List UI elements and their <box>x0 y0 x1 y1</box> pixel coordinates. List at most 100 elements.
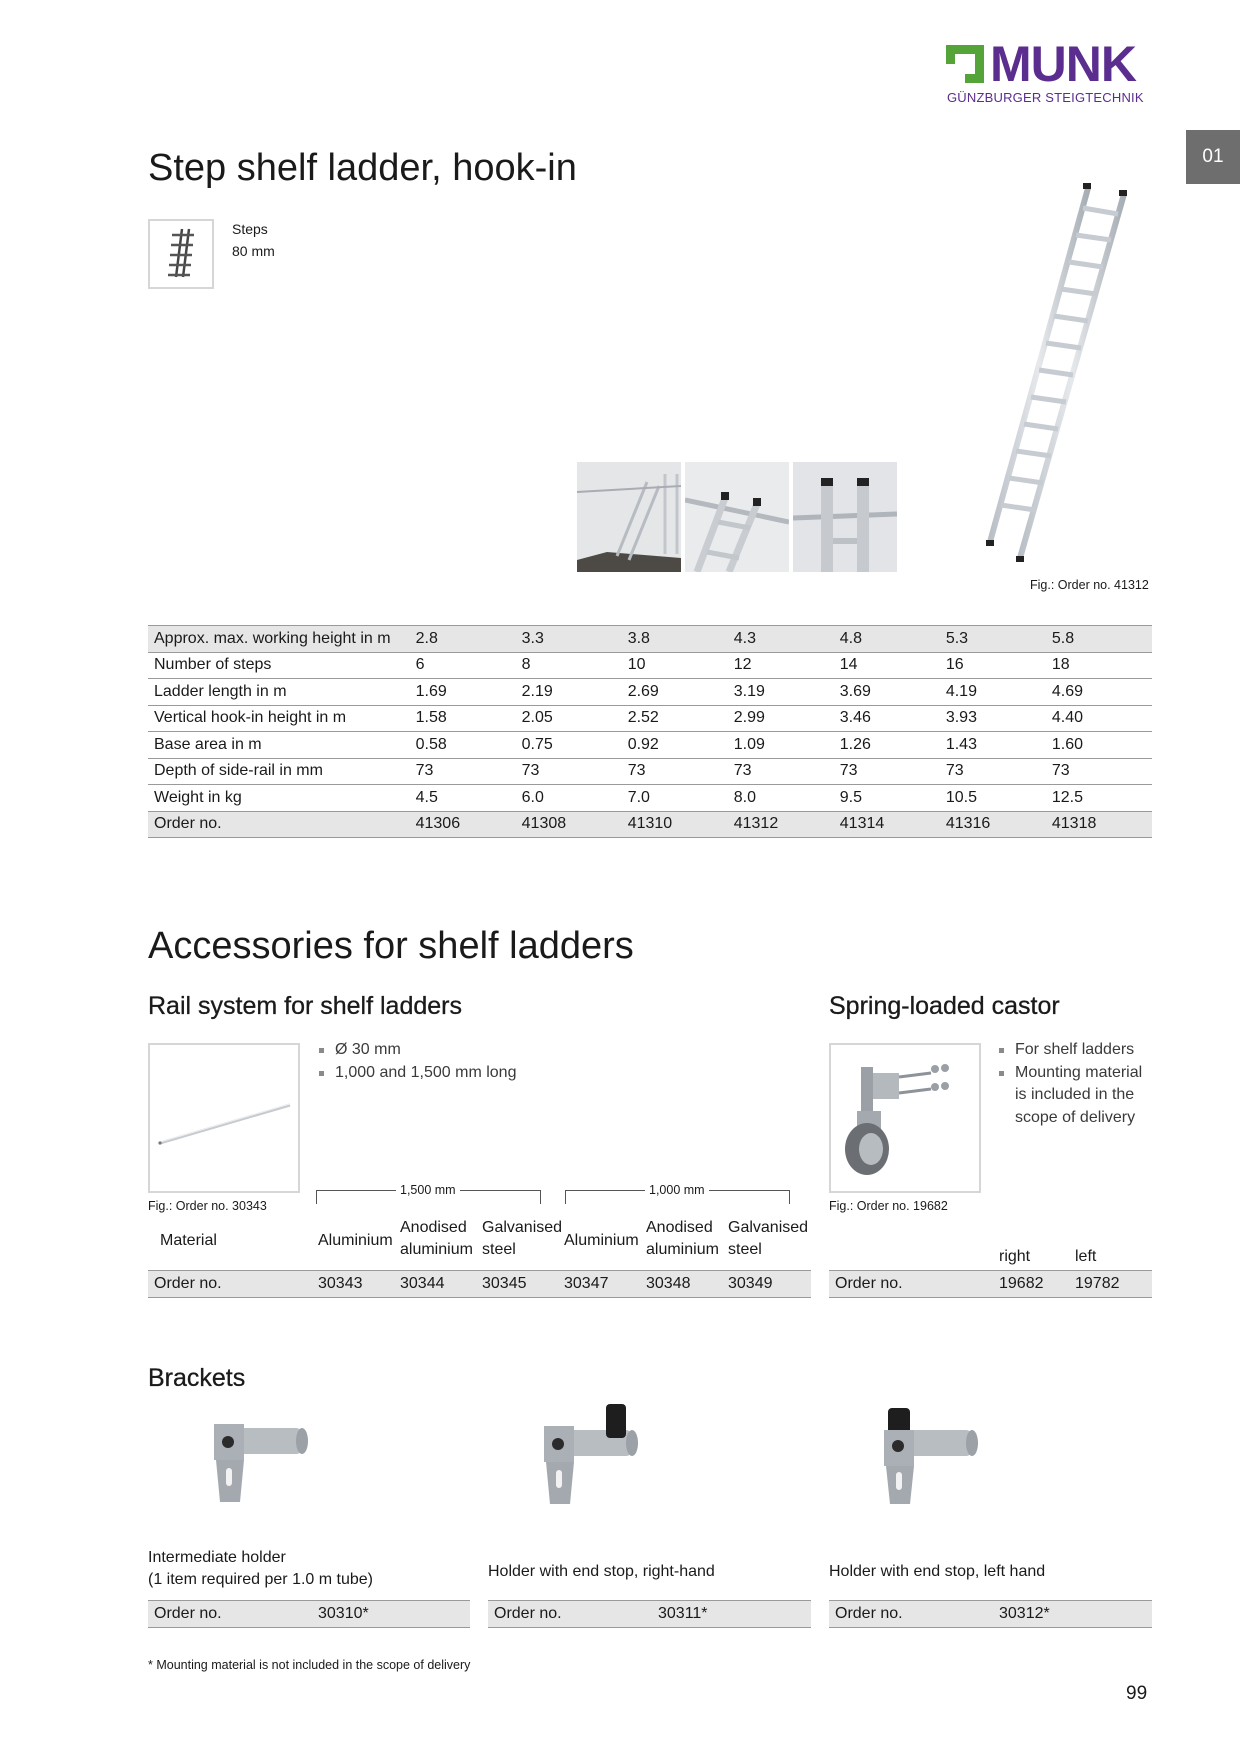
material-line: Galvanised <box>728 1219 809 1236</box>
material-label: Material <box>160 1232 217 1249</box>
table-cell: 2.05 <box>515 705 622 732</box>
table-cell: 73 <box>833 758 940 785</box>
chapter-tab[interactable]: 01 <box>1186 130 1240 184</box>
logo-tagline: GÜNZBURGER STEIGTECHNIK <box>947 90 1144 105</box>
row-label: Weight in kg <box>148 784 410 812</box>
bracket-name: Intermediate holder <box>148 1549 286 1566</box>
list-item: Ø 30 mm <box>317 1039 516 1062</box>
table-cell: 5.8 <box>1045 625 1152 653</box>
order-number: 30347 <box>564 1275 609 1292</box>
table-cell: 2.8 <box>409 625 516 653</box>
order-number: 30344 <box>400 1275 445 1292</box>
steps-spec: Steps 80 mm <box>232 218 275 262</box>
table-cell: 1.60 <box>1045 731 1152 759</box>
table-cell: 3.93 <box>939 705 1046 732</box>
order-number: 30349 <box>728 1275 773 1292</box>
table-cell: 10.5 <box>939 784 1046 812</box>
table-cell: 3.69 <box>833 678 940 706</box>
order-number: 30311* <box>658 1605 708 1622</box>
table-cell: 0.75 <box>515 731 622 759</box>
group-label-1000: 1,000 mm <box>645 1183 709 1197</box>
material-line: aluminium <box>646 1241 719 1258</box>
row-label: Depth of side-rail in mm <box>148 758 410 785</box>
table-cell: 1.09 <box>727 731 834 759</box>
table-cell: 10 <box>621 652 728 679</box>
material-line: Anodised <box>400 1219 467 1236</box>
rail-features: Ø 30 mm 1,000 and 1,500 mm long <box>317 1039 516 1084</box>
table-cell: 2.69 <box>621 678 728 706</box>
end-stop-left-holder-image <box>884 1408 978 1504</box>
order-number: 30345 <box>482 1275 527 1292</box>
table-cell: 73 <box>621 758 728 785</box>
order-number: 41316 <box>939 811 1046 838</box>
castor-order-row: Order no. 19682 19782 <box>829 1270 1152 1298</box>
list-item: 1,000 and 1,500 mm long <box>317 1062 516 1085</box>
order-number: 41306 <box>409 811 516 838</box>
table-cell: 12 <box>727 652 834 679</box>
bracket-desc-2: Holder with end stop, right-hand <box>488 1563 715 1580</box>
order-number: 41310 <box>621 811 728 838</box>
ladder-steps-icon <box>168 228 194 278</box>
page-title: Step shelf ladder, hook-in <box>148 147 577 189</box>
table-cell: 3.3 <box>515 625 622 653</box>
table-cell: 12.5 <box>1045 784 1152 812</box>
table-cell: 4.19 <box>939 678 1046 706</box>
material-line: Anodised <box>646 1219 713 1236</box>
table-cell: 1.26 <box>833 731 940 759</box>
table-cell: 4.3 <box>727 625 834 653</box>
table-cell: 6 <box>409 652 516 679</box>
rail-fig-caption: Fig.: Order no. 30343 <box>148 1199 267 1213</box>
row-label: Ladder length in m <box>148 678 410 706</box>
table-cell: 73 <box>409 758 516 785</box>
order-number: 41314 <box>833 811 940 838</box>
bracket-desc-1: Intermediate holder (1 item required per… <box>148 1547 373 1591</box>
table-cell: 7.0 <box>621 784 728 812</box>
rail-image <box>148 1043 300 1193</box>
table-cell: 4.8 <box>833 625 940 653</box>
material-anodised-1000: Anodised aluminium <box>646 1217 719 1261</box>
order-number: 30343 <box>318 1275 363 1292</box>
rail-order-row: Order no. 30343 30344 30345 30347 30348 … <box>148 1270 811 1298</box>
table-cell: 0.92 <box>621 731 728 759</box>
row-label: Number of steps <box>148 652 410 679</box>
ladder-detail-photo-1 <box>577 462 681 572</box>
accessories-title: Accessories for shelf ladders <box>148 925 634 967</box>
table-row: Ladder length in m 1.69 2.19 2.69 3.19 3… <box>148 678 1152 706</box>
ladder-spec-table: Approx. max. working height in m 2.8 3.3… <box>148 625 1152 838</box>
table-cell: 3.8 <box>621 625 728 653</box>
table-cell: 1.43 <box>939 731 1046 759</box>
table-cell: 4.69 <box>1045 678 1152 706</box>
intermediate-holder-image <box>214 1424 308 1502</box>
munk-logo: MUNK GÜNZBURGER STEIGTECHNIK <box>944 36 1154 106</box>
table-cell: 2.99 <box>727 705 834 732</box>
order-number: 41312 <box>727 811 834 838</box>
castor-features: For shelf ladders Mounting material is i… <box>997 1039 1157 1129</box>
order-label: Order no. <box>835 1605 903 1622</box>
order-number: 19682 <box>999 1275 1044 1292</box>
step-depth-icon <box>148 219 214 289</box>
bracket-order-row-2: Order no. 30311* <box>488 1600 811 1628</box>
castor-fig-caption: Fig.: Order no. 19682 <box>829 1199 948 1213</box>
row-label: Vertical hook-in height in m <box>148 705 410 732</box>
table-cell: 2.52 <box>621 705 728 732</box>
row-label: Order no. <box>148 811 410 838</box>
bracket-note: (1 item required per 1.0 m tube) <box>148 1571 373 1588</box>
castor-right-label: right <box>999 1248 1031 1265</box>
table-cell: 5.3 <box>939 625 1046 653</box>
material-line: steel <box>728 1241 762 1258</box>
order-label: Order no. <box>154 1605 222 1622</box>
ladder-detail-photo-3 <box>793 462 897 572</box>
ladder-detail-photo-2 <box>685 462 789 572</box>
bracket-order-row-1: Order no. 30310* <box>148 1600 470 1628</box>
shelf-ladder-image <box>986 183 1127 562</box>
list-item: For shelf ladders <box>997 1039 1157 1062</box>
brackets-title: Brackets <box>148 1364 246 1392</box>
material-galvanised-1500: Galvanised steel <box>482 1217 562 1261</box>
footnote: * Mounting material is not included in t… <box>148 1658 471 1672</box>
rail-system-title: Rail system for shelf ladders <box>148 992 463 1020</box>
table-cell: 3.19 <box>727 678 834 706</box>
material-line: aluminium <box>400 1241 473 1258</box>
material-line: Galvanised <box>482 1219 563 1236</box>
table-cell: 1.69 <box>409 678 516 706</box>
table-cell: 0.58 <box>409 731 516 759</box>
